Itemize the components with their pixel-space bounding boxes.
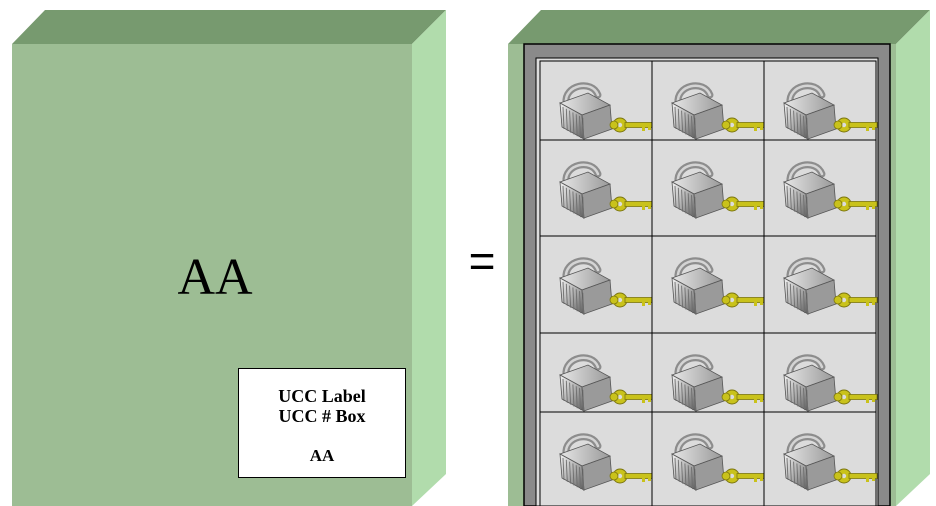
padlock-with-key-icon <box>783 161 878 219</box>
padlock-with-key-icon <box>559 433 654 491</box>
padlock-with-key-icon <box>559 354 654 412</box>
equals-sign: = <box>468 235 496 287</box>
padlock-with-key-icon <box>671 161 766 219</box>
padlock-with-key-icon <box>671 257 766 315</box>
padlock-grid <box>539 60 878 506</box>
left-carton-top <box>12 10 446 44</box>
ucc-label-title: UCC Label <box>278 386 366 406</box>
padlock-with-key-icon <box>671 354 766 412</box>
right-carton-side <box>896 10 930 506</box>
padlock-with-key-icon <box>559 257 654 315</box>
left-carton-side <box>412 10 446 506</box>
padlock-with-key-icon <box>559 161 654 219</box>
ucc-box-number: UCC # Box <box>278 406 366 426</box>
carton-label: AA <box>177 249 253 306</box>
padlock-with-key-icon <box>671 82 766 140</box>
padlock-with-key-icon <box>671 433 766 491</box>
padlock-with-key-icon <box>559 82 654 140</box>
padlock-with-key-icon <box>783 257 878 315</box>
padlock-with-key-icon <box>783 82 878 140</box>
ucc-box-code: AA <box>309 446 335 465</box>
padlock-with-key-icon <box>783 433 878 491</box>
right-carton-top <box>508 10 930 44</box>
ucc-label-box: UCC Label UCC # Box AA <box>238 368 406 478</box>
padlock-with-key-icon <box>783 354 878 412</box>
